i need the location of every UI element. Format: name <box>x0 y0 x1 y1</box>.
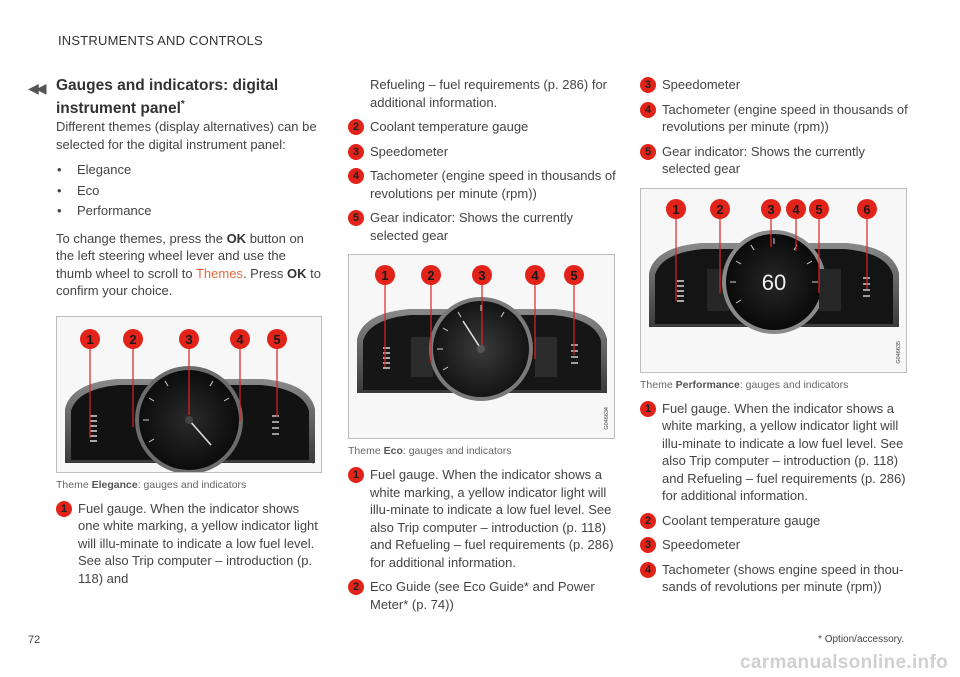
callout-badge-2: 2 <box>716 202 723 217</box>
number-badge-icon: 3 <box>640 537 656 553</box>
list-item: 3 Speedometer <box>640 76 910 94</box>
figure-caption: Theme Performance: gauges and indicators <box>640 378 849 391</box>
section-header: INSTRUMENTS AND CONTROLS <box>58 33 263 48</box>
watermark: carmanualsonline.info <box>740 652 948 673</box>
number-badge-icon: 4 <box>640 561 656 578</box>
callout-badge-3: 3 <box>767 202 774 217</box>
speed-readout: 60 <box>762 270 786 295</box>
callout-badge-5: 5 <box>570 268 577 283</box>
callout-badge-2: 2 <box>427 268 434 283</box>
footnote: * Option/accessory. <box>818 634 904 645</box>
eco-cluster-figure: 1 2 3 4 5 G046634 <box>348 254 615 439</box>
number-badge-icon: 3 <box>348 143 364 160</box>
option-mark: * <box>180 99 185 110</box>
list-item: 5 Gear indicator: Shows the currently se… <box>640 143 910 178</box>
callout-badge-4: 4 <box>792 202 800 217</box>
eco-cluster-illustration: 1 2 3 4 5 <box>357 265 607 401</box>
ok-button-label: OK <box>226 230 247 246</box>
instruction-text: To change themes, press the OK button on… <box>56 230 321 299</box>
list-item: 2 Eco Guide (see Eco Guide* and Power Me… <box>348 578 616 613</box>
callout-badge-4: 4 <box>531 268 539 283</box>
column-1: Gauges and indicators: digital instrumen… <box>56 76 324 587</box>
number-badge-icon: 5 <box>348 210 364 226</box>
callout-badge-1: 1 <box>672 202 679 217</box>
number-badge-icon: 2 <box>348 119 364 135</box>
callout-badge-3: 3 <box>185 332 192 347</box>
theme-list: •Elegance •Eco •Performance <box>56 160 324 222</box>
page-number: 72 <box>28 634 41 646</box>
column-2: Refueling – fuel requirements (p. 286) f… <box>348 76 616 613</box>
performance-cluster-figure: 60 1 2 3 4 5 6 G046635 <box>640 187 907 373</box>
number-badge-icon: 1 <box>56 500 72 517</box>
callout-badge-4: 4 <box>236 332 244 347</box>
number-badge-icon: 4 <box>348 168 364 184</box>
number-badge-icon: 3 <box>640 77 656 93</box>
list-item: 4 Tachometer (engine speed in thousands … <box>348 167 616 202</box>
intro-text: Different themes (display alternatives) … <box>56 119 317 152</box>
number-badge-icon: 2 <box>348 579 364 595</box>
list-item: 5 Gear indicator: Shows the currently se… <box>348 209 616 244</box>
number-badge-icon: 1 <box>640 400 656 417</box>
callout-badge-5: 5 <box>273 332 280 347</box>
number-badge-icon: 4 <box>640 101 656 118</box>
list-item: •Eco <box>56 181 324 202</box>
continued-text: Refueling – fuel requirements (p. 286) f… <box>370 77 608 110</box>
list-item: 1 Fuel gauge. When the indicator shows a… <box>640 400 910 505</box>
ok-button-label: OK <box>287 265 307 281</box>
themes-menu-label: Themes <box>195 265 243 281</box>
number-badge-icon: 2 <box>640 512 656 529</box>
callout-badge-6: 6 <box>863 202 870 217</box>
callout-badge-1: 1 <box>381 268 388 283</box>
number-badge-icon: 5 <box>640 143 656 160</box>
bullet-icon: • <box>57 182 62 198</box>
list-item: •Performance <box>56 201 324 222</box>
list-item: 1 Fuel gauge. When the indicator shows o… <box>56 500 324 588</box>
column-3: 3 Speedometer 4 Tachometer (engine speed… <box>640 76 910 596</box>
list-item: •Elegance <box>56 160 324 181</box>
figure-caption: Theme Eco: gauges and indicators <box>348 445 512 457</box>
number-badge-icon: 1 <box>348 467 364 483</box>
figure-id: G046633 <box>311 441 317 464</box>
figure-caption: Theme Elegance: gauges and indicators <box>56 478 247 491</box>
list-item: 2 Coolant temperature gauge <box>640 512 910 530</box>
bullet-icon: • <box>57 203 62 219</box>
list-item: 4 Tachometer (engine speed in thousands … <box>640 101 910 136</box>
callout-badge-5: 5 <box>815 202 822 217</box>
list-item: 3 Speedometer <box>640 536 910 554</box>
performance-cluster-illustration: 60 1 2 3 4 5 6 <box>649 198 899 334</box>
list-item: 3 Speedometer <box>348 143 616 161</box>
elegance-cluster-figure: 1 2 3 4 5 G046633 <box>56 315 322 473</box>
figure-id: G046635 <box>896 340 902 364</box>
back-arrows-icon[interactable]: ◀◀ <box>28 80 46 96</box>
list-item: 2 Coolant temperature gauge <box>348 118 616 136</box>
callout-badge-2: 2 <box>129 332 136 347</box>
list-item: 1 Fuel gauge. When the indicator shows a… <box>348 466 616 571</box>
callout-badge-1: 1 <box>86 332 93 347</box>
bullet-icon: • <box>57 162 62 178</box>
figure-id: G046634 <box>604 407 610 430</box>
elegance-cluster-illustration: 1 2 3 4 5 <box>65 328 315 472</box>
page-title: Gauges and indicators: digital instrumen… <box>56 77 279 118</box>
list-item: 4 Tachometer (shows engine speed in thou… <box>640 561 910 596</box>
callout-badge-3: 3 <box>478 268 485 283</box>
